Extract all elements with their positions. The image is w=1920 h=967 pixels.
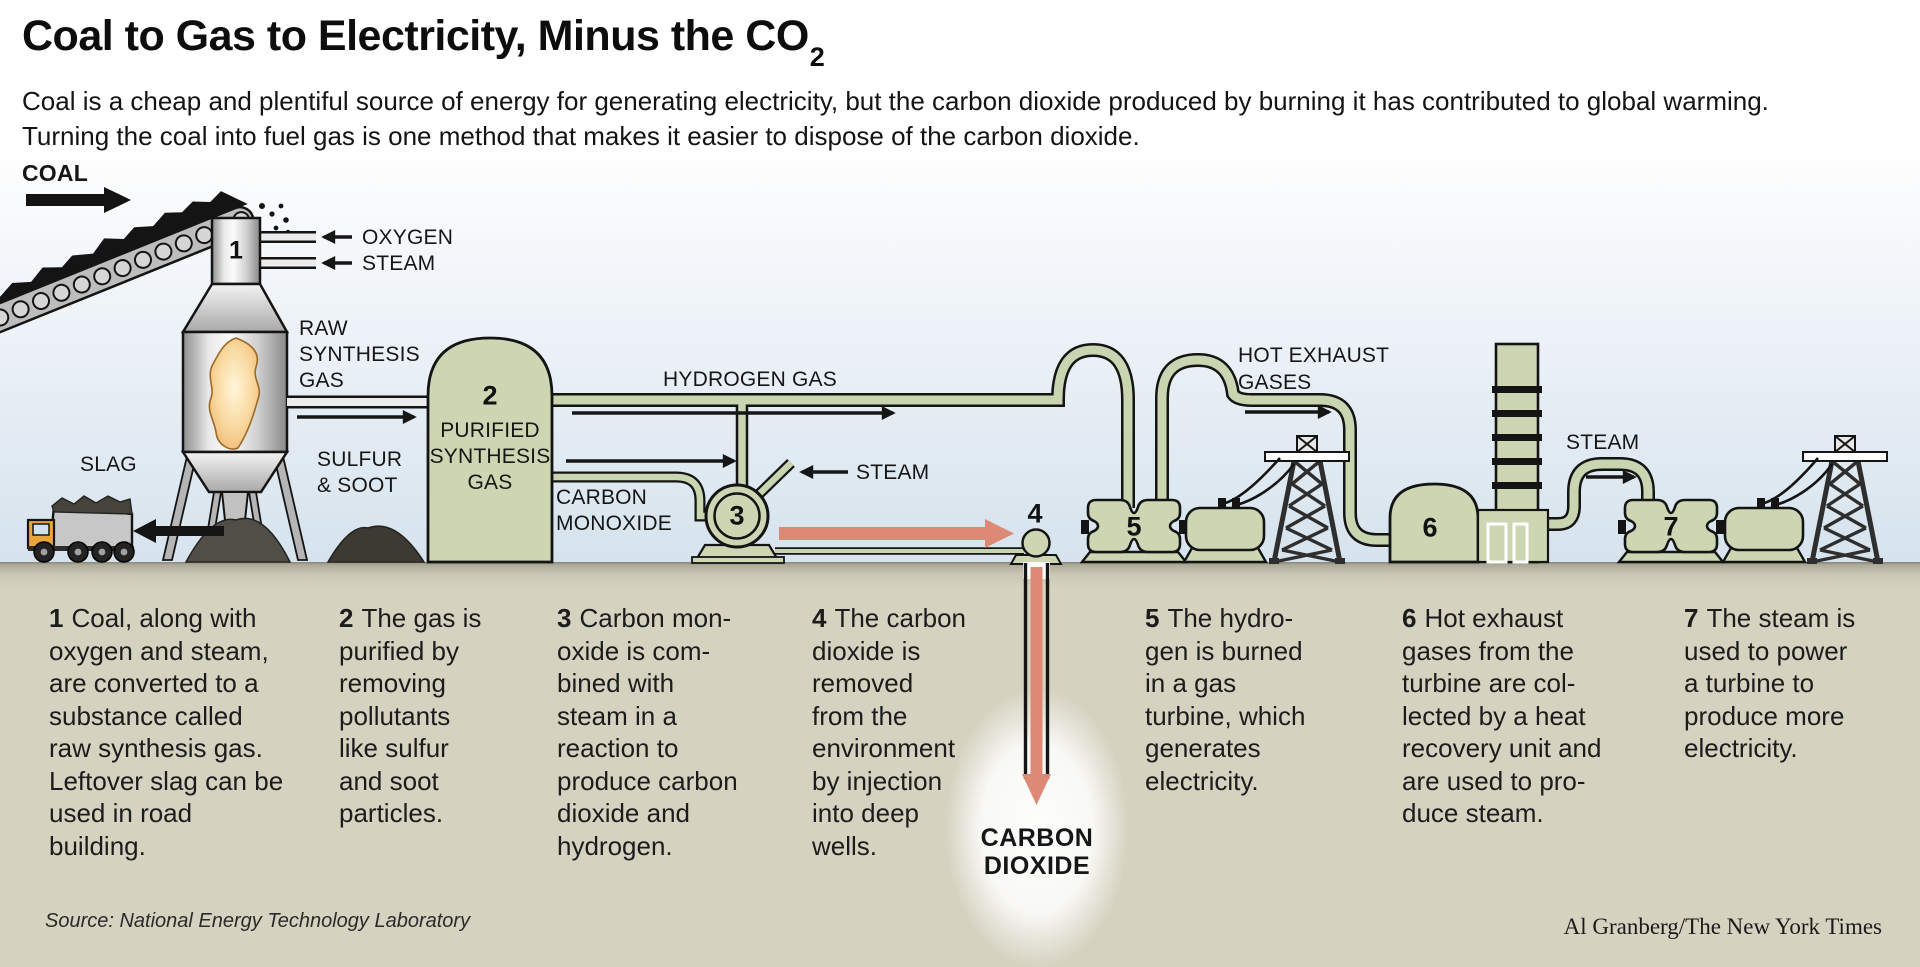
unit-number-7: 7 [1663,511,1679,542]
flame [208,337,261,450]
unit-number-6: 6 [1422,512,1438,543]
purifier-tank [426,336,554,564]
label-hydrogen-gas: HYDROGEN GAS [663,368,837,391]
gasifier-unit [161,216,316,561]
page-title: Coal to Gas to Electricity, Minus the CO… [22,12,825,72]
title-subscript: 2 [809,41,825,72]
heat-recovery-unit [1388,342,1550,564]
wellhead [1009,528,1063,565]
soot-pile [326,525,426,563]
unit-number-2: 2 [482,380,498,411]
source-credit: Source: National Energy Technology Labor… [45,910,471,932]
label-hot-exhaust-gases: HOT EXHAUST GASES [1238,344,1390,394]
intro-paragraph: Coal is a cheap and plentiful source of … [22,86,1769,151]
coal-conveyor [0,191,255,350]
co2-glow [945,688,1129,967]
label-raw-synthesis-gas: RAW SYNTHESIS GAS [299,317,420,392]
label-purified-synthesis-gas: PURIFIED SYNTHESIS GAS [429,419,551,494]
label-carbon-dioxide: CARBON DIOXIDE [980,824,1094,880]
transmission-tower-7 [1802,435,1888,564]
generator-5 [1181,498,1269,564]
label-coal: COAL [22,160,88,186]
label-steam-turbine: STEAM [1566,431,1640,454]
label-carbon-monoxide: CARBON MONOXIDE [556,486,672,535]
flow-arrows [26,187,1637,543]
unit-number-4: 4 [1027,498,1043,529]
generator-7 [1720,498,1808,564]
unit-number-3: 3 [729,500,745,531]
shift-reactor [691,483,785,564]
power-lines-5 [1221,457,1296,508]
transmission-tower-5 [1264,435,1350,564]
label-sulfur-soot: SULFUR & SOOT [317,448,403,497]
co2-flow-arrow [779,519,1014,548]
unit-number-5: 5 [1126,511,1142,542]
label-oxygen: OXYGEN [362,226,454,249]
falling-coal [259,203,291,235]
slag-truck [26,495,135,563]
slag-pile [184,517,292,563]
injection-well [1022,562,1051,805]
label-steam-reformer: STEAM [856,461,930,484]
sky-background [0,152,1920,562]
unit-number-1: 1 [229,236,243,265]
label-steam-inlet: STEAM [362,252,436,275]
artist-credit: Al Granberg/The New York Times [1563,914,1882,939]
power-lines-7 [1760,457,1834,508]
label-slag: SLAG [80,453,137,476]
